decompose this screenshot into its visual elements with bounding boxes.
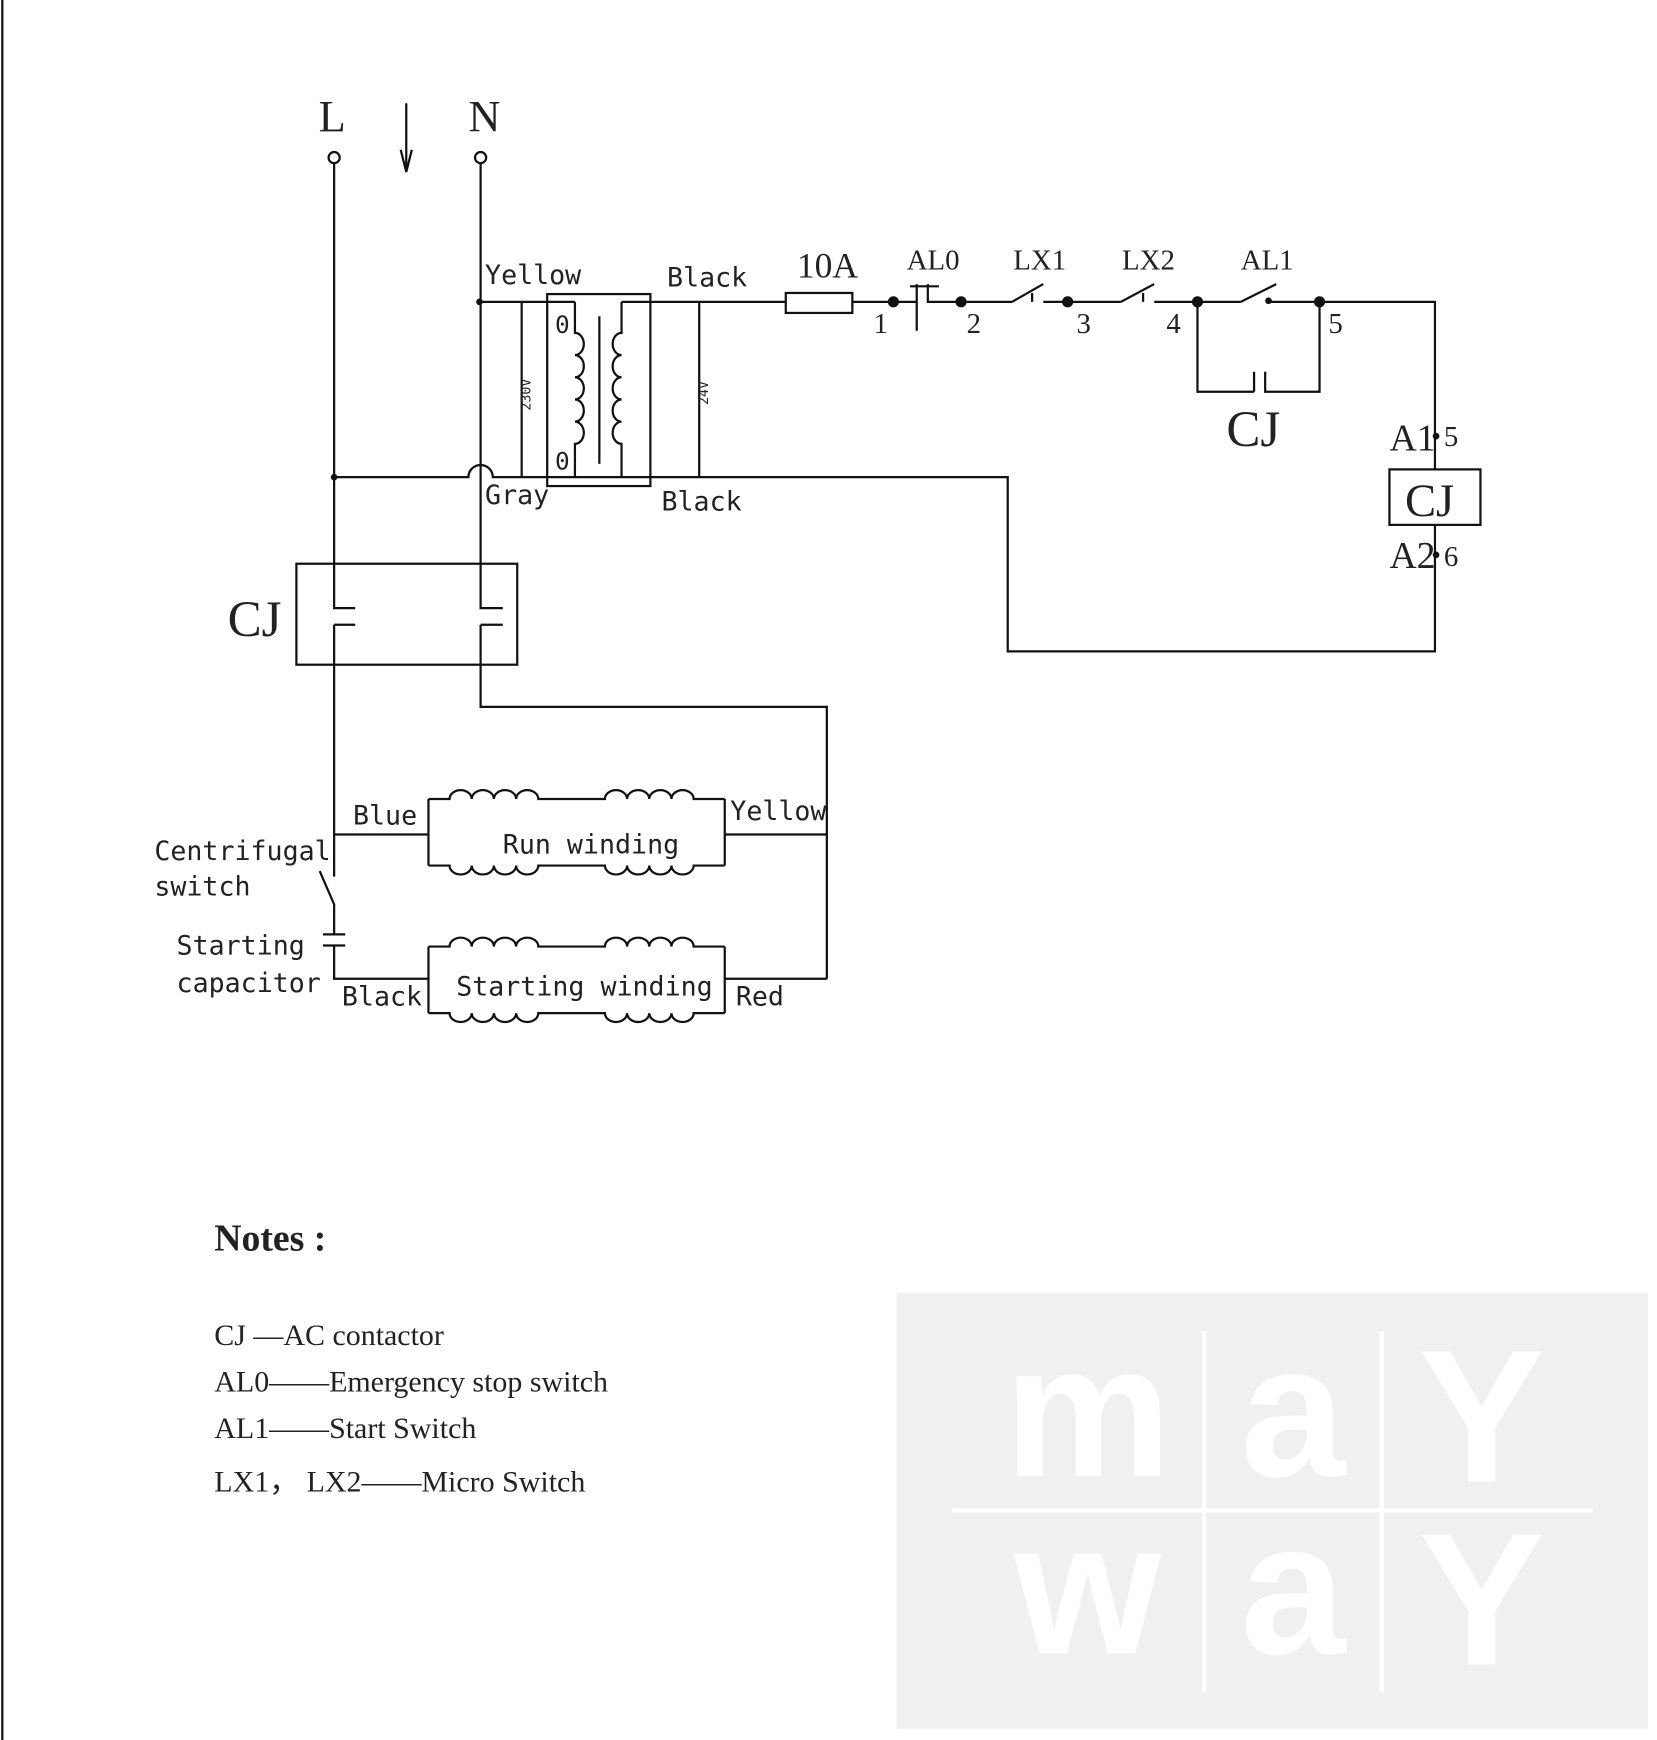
starting-capacitor-label: Starting bbox=[177, 930, 305, 961]
main-contactor-box bbox=[295, 562, 519, 666]
terminal-2: 2 bbox=[967, 308, 981, 340]
notes-title: Notes : bbox=[214, 1218, 326, 1260]
line-label: L bbox=[319, 91, 346, 141]
switch-al0-label: AL0 bbox=[907, 245, 960, 277]
watermark-letter: w bbox=[1013, 1482, 1162, 1693]
tap-top: 0 bbox=[555, 310, 570, 339]
watermark-letter: m bbox=[1004, 1305, 1172, 1516]
fuse-label: 10A bbox=[797, 245, 859, 285]
watermark-letter: Y bbox=[1419, 1494, 1545, 1705]
run-winding-coil-icon bbox=[428, 789, 725, 801]
neutral-label: N bbox=[468, 91, 500, 141]
starting-circuit bbox=[318, 870, 827, 1014]
primary-voltage: 230V bbox=[520, 379, 535, 411]
tap-bottom: 0 bbox=[555, 446, 570, 475]
watermark-letter: a bbox=[1240, 1482, 1347, 1693]
note-item: CJ —AC contactor bbox=[214, 1319, 444, 1352]
note-item: AL1——Start Switch bbox=[214, 1412, 476, 1445]
coil-a2-label: A2 bbox=[1389, 535, 1435, 577]
transformer-box bbox=[546, 292, 652, 488]
starting-winding-coil-icon bbox=[428, 936, 725, 948]
note-item: LX1， LX2——Micro Switch bbox=[214, 1465, 585, 1498]
starting-winding-label: Starting winding bbox=[456, 971, 712, 1002]
holding-contact bbox=[1196, 301, 1321, 393]
run-winding-label: Run winding bbox=[503, 829, 679, 860]
wire-black-return-label: Black bbox=[661, 486, 741, 517]
main-contactor-label: CJ bbox=[228, 592, 282, 648]
line-terminal bbox=[327, 150, 341, 165]
coil-a1-label: A1 bbox=[1389, 418, 1435, 460]
holding-contact-label: CJ bbox=[1226, 402, 1280, 458]
switch-lx2-label: LX2 bbox=[1122, 245, 1175, 277]
coil-box bbox=[1388, 468, 1482, 526]
wire-blue-label: Blue bbox=[353, 801, 417, 832]
coil-label: CJ bbox=[1405, 475, 1454, 527]
wire-red-label: Red bbox=[736, 981, 784, 1012]
centrifugal-switch-label-2: switch bbox=[154, 872, 250, 903]
line-conductor bbox=[333, 163, 356, 877]
wire-gray-label: Gray bbox=[485, 480, 549, 511]
wire-black-motor-label: Black bbox=[342, 981, 422, 1012]
switch-al1-label: AL1 bbox=[1241, 245, 1294, 277]
neutral-terminal bbox=[473, 150, 488, 165]
watermark-letter: Y bbox=[1419, 1310, 1545, 1521]
coil-a1-num: 5 bbox=[1444, 421, 1458, 453]
starting-capacitor-label-2: capacitor bbox=[177, 968, 321, 999]
transformer-coil-icon bbox=[573, 301, 623, 478]
switch-lx1-label: LX1 bbox=[1013, 245, 1066, 277]
terminal-3: 3 bbox=[1077, 308, 1091, 340]
note-item: AL0——Emergency stop switch bbox=[214, 1366, 608, 1399]
coil-a2-num: 6 bbox=[1444, 541, 1458, 573]
centrifugal-switch-label: Centrifugal bbox=[154, 836, 330, 867]
wire-yellow-label: Yellow bbox=[485, 260, 582, 291]
fuse-icon bbox=[784, 291, 854, 315]
arrow-down-icon bbox=[399, 103, 413, 173]
terminal-1: 1 bbox=[873, 308, 887, 340]
return-conductor bbox=[334, 463, 1437, 653]
wire-black-label: Black bbox=[667, 262, 747, 293]
terminal-4: 4 bbox=[1166, 308, 1180, 340]
terminal-5: 5 bbox=[1328, 308, 1342, 340]
mayway-watermark-logo: m a Y w a Y bbox=[896, 1292, 1649, 1729]
wire-yellow-motor-label: Yellow bbox=[730, 796, 827, 827]
watermark-letter: a bbox=[1240, 1305, 1347, 1516]
secondary-voltage: 24V bbox=[697, 381, 712, 405]
